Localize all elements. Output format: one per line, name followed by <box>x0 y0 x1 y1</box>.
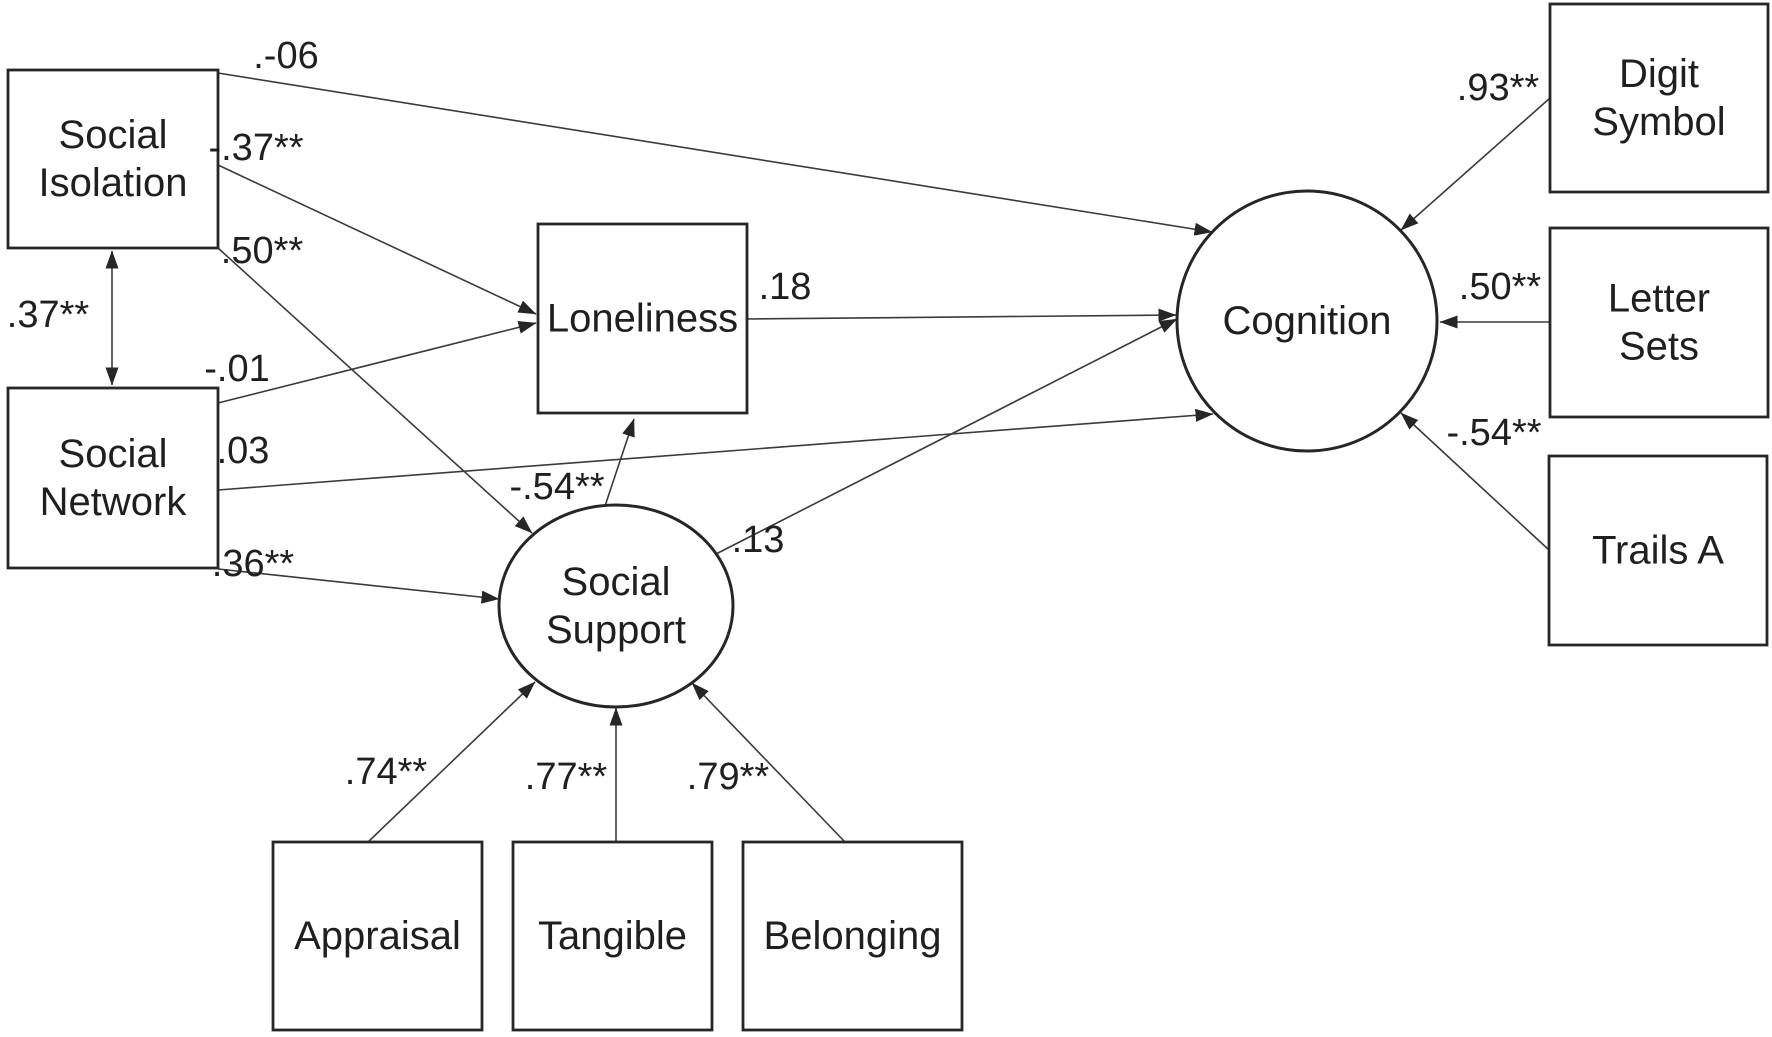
node-trails-a: Trails A <box>1547 454 1769 647</box>
edge-loneliness-to-cognition-coefficient: .18 <box>759 266 812 308</box>
appraisal-label: Appraisal <box>294 914 461 958</box>
belonging-box <box>741 840 964 1032</box>
trails-a-label: Trails A <box>1592 529 1724 573</box>
loneliness-box <box>536 222 749 415</box>
node-cognition: Cognition <box>1175 189 1439 453</box>
edge-social-support-to-loneliness-line <box>604 418 635 507</box>
node-tangible: Tangible <box>511 840 714 1032</box>
edge-social-isolation-to-social-support-coefficient: .50** <box>221 230 304 272</box>
edge-trails-a-to-cognition-line <box>1400 412 1550 551</box>
edge-tangible-to-social-support-coefficient: .77** <box>525 756 608 798</box>
social-network-box <box>6 386 220 570</box>
edge-trails-a-to-cognition-coefficient: -.54** <box>1446 412 1541 454</box>
edge-social-support-to-cognition-coefficient: .13 <box>732 519 785 561</box>
edge-social-network-to-loneliness-line <box>217 320 537 404</box>
letter-sets-box <box>1548 226 1770 419</box>
node-belonging: Belonging <box>741 840 964 1032</box>
edge-social-network-to-loneliness-coefficient: -.01 <box>204 348 269 390</box>
edge-social-isolation-to-cognition-line <box>217 72 1213 236</box>
cognition-ellipse <box>1175 189 1439 453</box>
edge-loneliness-to-cognition-line <box>746 308 1177 322</box>
edge-belonging-to-social-support-line <box>691 682 846 843</box>
edge-belonging-to-social-support-coefficient: .79** <box>687 756 770 798</box>
trails-a-box <box>1547 454 1769 647</box>
digit-symbol-box <box>1548 2 1770 194</box>
edges-layer <box>105 72 1551 843</box>
edge-social-isolation-social-network-covariance-coefficient: .37** <box>7 294 90 336</box>
appraisal-box <box>271 840 484 1032</box>
edge-social-isolation-to-social-support-line <box>217 247 533 534</box>
edge-letter-sets-to-cognition-coefficient: .50** <box>1459 266 1542 308</box>
edge-social-isolation-to-cognition-coefficient: .-06 <box>253 35 318 77</box>
edge-social-support-to-loneliness-coefficient: -.54** <box>509 466 604 508</box>
cognition-label: Cognition <box>1222 299 1391 343</box>
edge-social-support-to-cognition-line <box>715 318 1178 555</box>
edge-social-network-to-cognition-coefficient: .03 <box>217 430 270 472</box>
tangible-box <box>511 840 714 1032</box>
edge-social-isolation-to-loneliness-coefficient: -.37** <box>208 127 303 169</box>
edge-digit-symbol-to-cognition-line <box>1400 97 1551 231</box>
edge-labels-layer: .-06 -.37** .50** .37** -.01 .03 .36** -.54** .1… <box>7 35 1542 798</box>
edge-appraisal-to-social-support-line <box>367 681 536 843</box>
belonging-label: Belonging <box>764 914 942 958</box>
edge-social-network-to-social-support-line <box>217 568 500 604</box>
node-loneliness: Loneliness <box>536 222 749 415</box>
edge-social-network-to-social-support-coefficient: .36** <box>212 543 295 585</box>
edge-social-isolation-to-loneliness-line <box>217 164 537 315</box>
loneliness-label: Loneliness <box>547 297 738 341</box>
edge-appraisal-to-social-support-coefficient: .74** <box>345 751 428 793</box>
tangible-label: Tangible <box>538 914 687 958</box>
social-support-ellipse <box>497 503 735 709</box>
edge-digit-symbol-to-cognition-coefficient: .93** <box>1457 67 1540 109</box>
node-appraisal: Appraisal <box>271 840 484 1032</box>
social-isolation-box <box>6 68 220 250</box>
edge-social-network-to-cognition-line <box>217 408 1214 491</box>
